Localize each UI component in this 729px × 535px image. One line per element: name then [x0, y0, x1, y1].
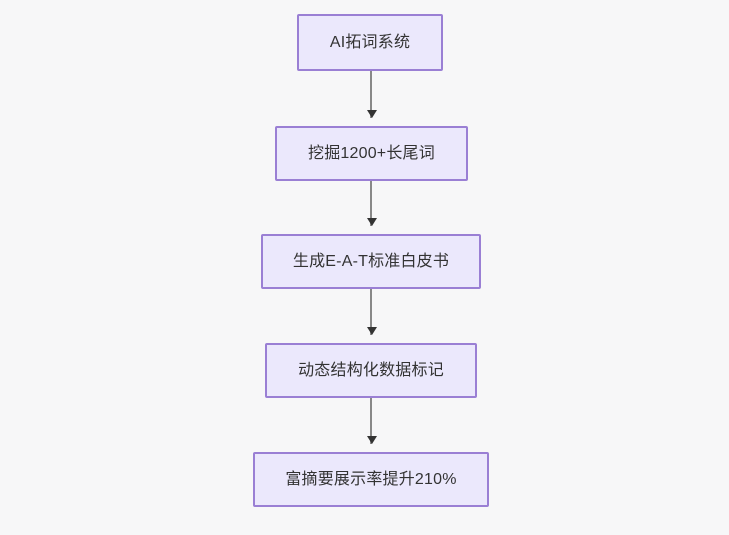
arrow-head-icon [367, 110, 377, 118]
flow-node-longtail-mining[interactable]: 挖掘1200+长尾词 [275, 126, 468, 181]
flow-node-label: 生成E-A-T标准白皮书 [292, 252, 450, 270]
edge-line [370, 181, 372, 226]
arrow-head-icon [367, 327, 377, 335]
edge-line [370, 398, 372, 444]
edge-line [370, 289, 372, 335]
flow-node-label: 富摘要展示率提升210% [285, 470, 457, 488]
flow-node-label: 挖掘1200+长尾词 [308, 144, 435, 162]
arrow-head-icon [367, 436, 377, 444]
flow-node-ai-keyword-system[interactable]: AI拓词系统 [297, 14, 443, 71]
flow-node-label: 动态结构化数据标记 [298, 361, 444, 379]
edge-line [370, 71, 372, 118]
flow-node-label: AI拓词系统 [329, 33, 411, 51]
flow-node-structured-data-markup[interactable]: 动态结构化数据标记 [265, 343, 477, 398]
flow-node-eat-whitepaper[interactable]: 生成E-A-T标准白皮书 [261, 234, 481, 289]
flow-node-rich-snippet-result[interactable]: 富摘要展示率提升210% [253, 452, 489, 507]
arrow-head-icon [367, 218, 377, 226]
